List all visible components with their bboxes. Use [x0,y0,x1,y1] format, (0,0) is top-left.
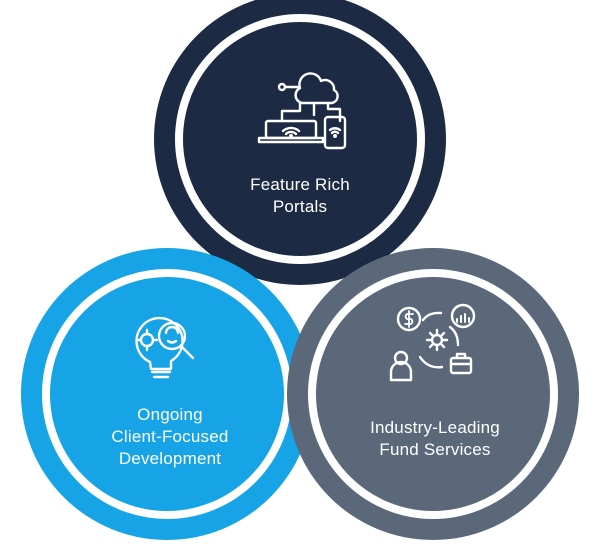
label-line: Feature Rich [250,175,350,194]
label-line: Ongoing [137,405,203,424]
circle-ongoing-development [21,248,313,540]
label-line: Fund Services [379,440,491,459]
lightbulb-gear-magnifier-icon [135,316,195,379]
circle-fund-services [287,248,579,540]
label-line: Portals [272,197,328,216]
label-feature-rich-portals: Feature Rich Portals [200,174,400,218]
circle-right-outer [287,248,579,540]
label-line: Industry-Leading [370,418,500,437]
label-line: Client-Focused [111,427,229,446]
label-fund-services: Industry-Leading Fund Services [335,417,535,461]
circle-right-ring [308,269,558,519]
circle-top-ring [175,14,425,264]
finance-cycle-icon [389,303,476,382]
label-ongoing-development: Ongoing Client-Focused Development [70,404,270,470]
cloud-devices-icon [257,72,347,150]
circle-left-outer [21,248,313,540]
label-line: Development [118,449,222,468]
